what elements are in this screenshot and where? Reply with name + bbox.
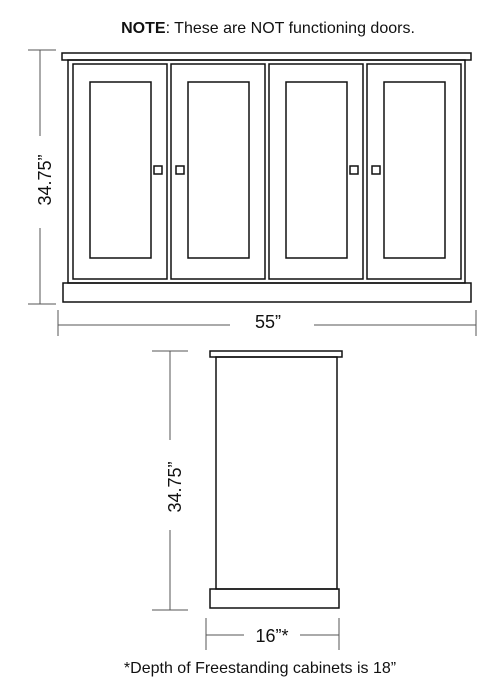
front-view (61, 52, 472, 303)
front-body (67, 59, 466, 284)
side-height-label: 34.75” (165, 461, 185, 512)
door-1 (72, 63, 168, 280)
side-height-dimension (152, 350, 188, 611)
side-depth-dimension (205, 618, 340, 650)
side-base (209, 588, 340, 609)
front-width-label: 55” (255, 312, 281, 332)
side-depth-label: 16”* (255, 626, 288, 646)
door-4 (366, 63, 462, 280)
front-top-cap (61, 52, 472, 61)
door-knobs (153, 165, 381, 175)
side-top-cap (209, 350, 343, 358)
door-2 (170, 63, 266, 280)
side-body (215, 356, 338, 590)
knob-2 (175, 165, 185, 175)
footnote-text: *Depth of Freestanding cabinets is 18” (123, 660, 397, 677)
knob-1 (153, 165, 163, 175)
front-height-label: 34.75” (35, 154, 55, 205)
front-height-dimension (28, 49, 56, 305)
note-prefix: NOTE (121, 20, 166, 37)
note-text: NOTE: These are NOT functioning doors. (0, 20, 500, 38)
front-width-dimension (57, 310, 477, 336)
knob-3 (349, 165, 359, 175)
side-view (209, 350, 343, 609)
front-base (62, 282, 472, 303)
knob-4 (371, 165, 381, 175)
note-body: : These are NOT functioning doors. (165, 20, 415, 37)
door-3 (268, 63, 364, 280)
